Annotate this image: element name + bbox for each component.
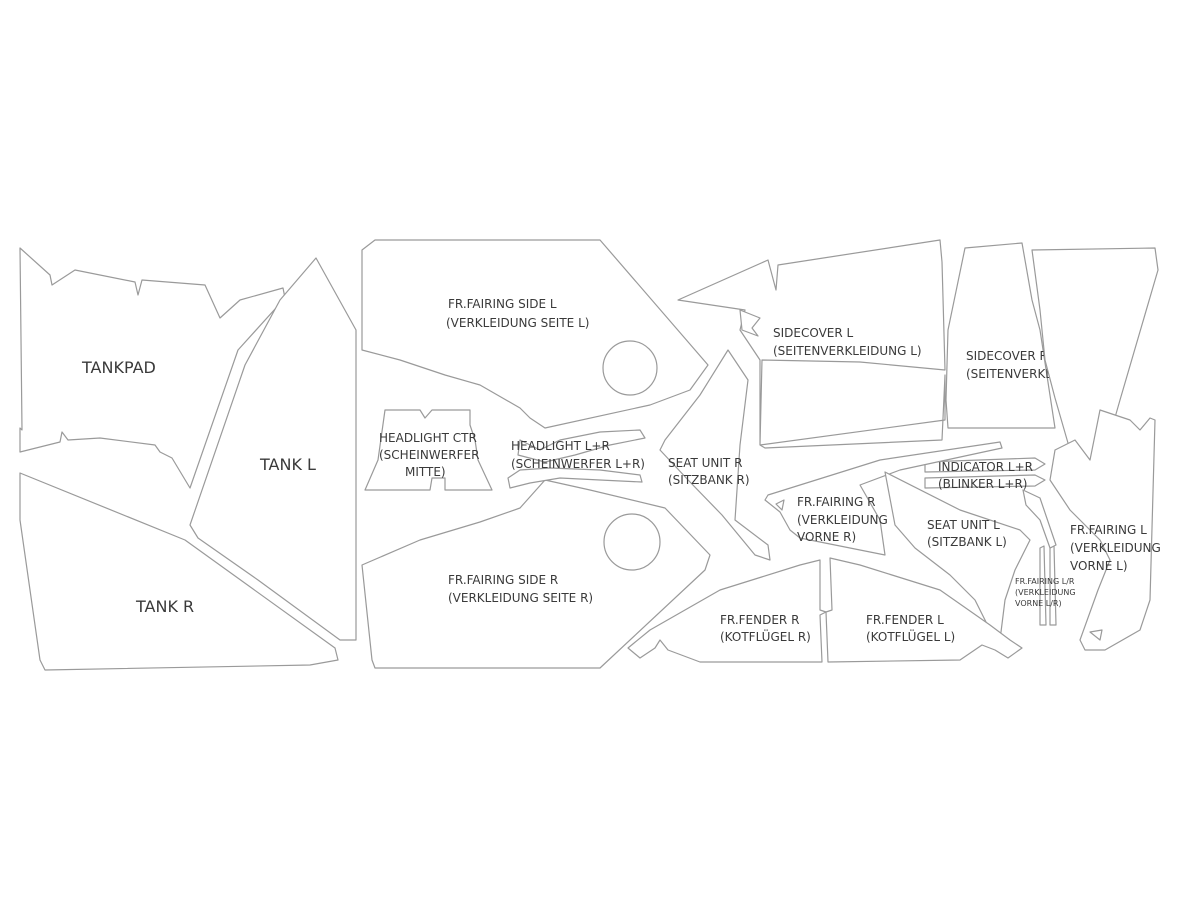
seat-unit-l-label-2: (SITZBANK L) — [927, 535, 1007, 549]
fender-r-label-1: FR.FENDER R — [720, 613, 799, 627]
fender-l-outline — [825, 557, 1023, 663]
fairing-l-label-3: VORNE L) — [1070, 559, 1128, 573]
sidecover-r-outline — [945, 242, 1056, 429]
indicator-lr-label-2: (BLINKER L+R) — [938, 477, 1027, 491]
tank-r-piece: TANK R — [19, 472, 339, 671]
fairing-lr-small-piece: FR.FAIRING L/R (VERKLEIDUNG VORNE L/R) — [1015, 489, 1076, 626]
seat-unit-l-label-1: SEAT UNIT L — [927, 518, 1000, 532]
tank-r-outline — [19, 472, 339, 671]
tank-l-piece: TANK L — [189, 257, 357, 641]
headlight-lr-upper-strip — [517, 429, 646, 463]
fender-l-piece: FR.FENDER L (KOTFLÜGEL L) — [825, 557, 1023, 663]
headlight-ctr-label-3: MITTE) — [405, 465, 446, 479]
fairing-lr-small-strip-1 — [1039, 545, 1047, 626]
fairing-r-label-3: VORNE R) — [797, 530, 856, 544]
indicator-lr-label-1: INDICATOR L+R — [938, 460, 1033, 474]
seat-unit-r-label-2: (SITZBANK R) — [668, 473, 750, 487]
fairing-lr-small-strip-3 — [1022, 489, 1057, 549]
headlight-lr-piece: HEADLIGHT L+R (SCHEINWERFER L+R) — [507, 429, 646, 489]
sidecover-l-label-2: (SEITENVERKLEIDUNG L) — [773, 344, 922, 358]
tank-l-label: TANK L — [259, 455, 316, 474]
sidecover-l-label-1: SIDECOVER L — [773, 326, 854, 340]
headlight-ctr-piece: HEADLIGHT CTR (SCHEINWERFER MITTE) — [364, 409, 493, 491]
fairing-side-l-outline — [361, 239, 709, 429]
headlight-lr-label-1: HEADLIGHT L+R — [511, 439, 610, 453]
headlight-ctr-label-1: HEADLIGHT CTR — [379, 431, 477, 445]
fairing-lr-small-label-3: VORNE L/R) — [1015, 599, 1062, 608]
tank-l-outline — [189, 257, 357, 641]
tankpad-outline — [19, 247, 286, 489]
tank-r-label: TANK R — [135, 597, 194, 616]
headlight-lr-label-2: (SCHEINWERFER L+R) — [511, 457, 645, 471]
fairing-side-l-label-2: (VERKLEIDUNG SEITE L) — [446, 316, 589, 330]
fairing-side-l-hole — [602, 340, 658, 396]
fairing-l-label-2: (VERKLEIDUNG — [1070, 541, 1161, 555]
indicator-l-outline — [924, 457, 1046, 473]
seat-unit-r-label-1: SEAT UNIT R — [668, 456, 742, 470]
headlight-lr-lower-strip — [507, 467, 643, 489]
seat-unit-l-piece: SEAT UNIT L (SITZBANK L) — [884, 471, 1031, 641]
fairing-r-label-2: (VERKLEIDUNG — [797, 513, 888, 527]
fairing-r-piece: FR.FAIRING R (VERKLEIDUNG VORNE R) — [764, 441, 1003, 556]
indicator-lr-piece: INDICATOR L+R (BLINKER L+R) — [924, 457, 1046, 491]
fairing-r-label-1: FR.FAIRING R — [797, 495, 875, 509]
fairing-l-label-1: FR.FAIRING L — [1070, 523, 1147, 537]
fender-l-label-2: (KOTFLÜGEL L) — [866, 628, 955, 644]
fairing-l-lower-outline — [1049, 409, 1156, 651]
fairing-lr-small-label-2: (VERKLEIDUNG — [1015, 588, 1076, 597]
indicator-r-outline — [924, 474, 1046, 489]
seat-unit-r-piece: SEAT UNIT R (SITZBANK R) — [659, 349, 771, 561]
fairing-r-outline — [764, 441, 1003, 556]
sidecover-l-notch — [739, 309, 761, 337]
fairing-side-l-label-1: FR.FAIRING SIDE L — [448, 297, 557, 311]
fender-r-label-2: (KOTFLÜGEL R) — [720, 628, 811, 644]
fender-r-piece: FR.FENDER R (KOTFLÜGEL R) — [627, 559, 827, 663]
fairing-side-r-hole — [603, 513, 661, 571]
fender-l-label-1: FR.FENDER L — [866, 613, 944, 627]
fairing-l-piece: FR.FAIRING L (VERKLEIDUNG VORNE L) — [1031, 247, 1161, 651]
seat-unit-r-outline — [659, 349, 771, 561]
fairing-side-r-label-1: FR.FAIRING SIDE R — [448, 573, 558, 587]
fairing-side-r-label-2: (VERKLEIDUNG SEITE R) — [448, 591, 593, 605]
sidecover-l-outline — [677, 239, 946, 449]
fairing-r-inner-mark — [775, 499, 785, 511]
fender-r-outline — [627, 559, 827, 663]
fairing-lr-small-label-1: FR.FAIRING L/R — [1015, 577, 1075, 586]
sidecover-r-label-1: SIDECOVER R — [966, 349, 1048, 363]
headlight-ctr-label-2: (SCHEINWERFER — [379, 448, 479, 462]
tankpad-piece: TANKPAD — [19, 247, 286, 489]
headlight-ctr-outline — [364, 409, 493, 491]
fairing-l-inner-mark — [1089, 629, 1103, 641]
tankpad-label: TANKPAD — [81, 358, 156, 377]
sidecover-l-piece: SIDECOVER L (SEITENVERKLEIDUNG L) — [677, 239, 946, 449]
fairing-side-r-piece: FR.FAIRING SIDE R (VERKLEIDUNG SEITE R) — [361, 479, 711, 669]
fairing-side-l-piece: FR.FAIRING SIDE L (VERKLEIDUNG SEITE L) — [361, 239, 709, 429]
